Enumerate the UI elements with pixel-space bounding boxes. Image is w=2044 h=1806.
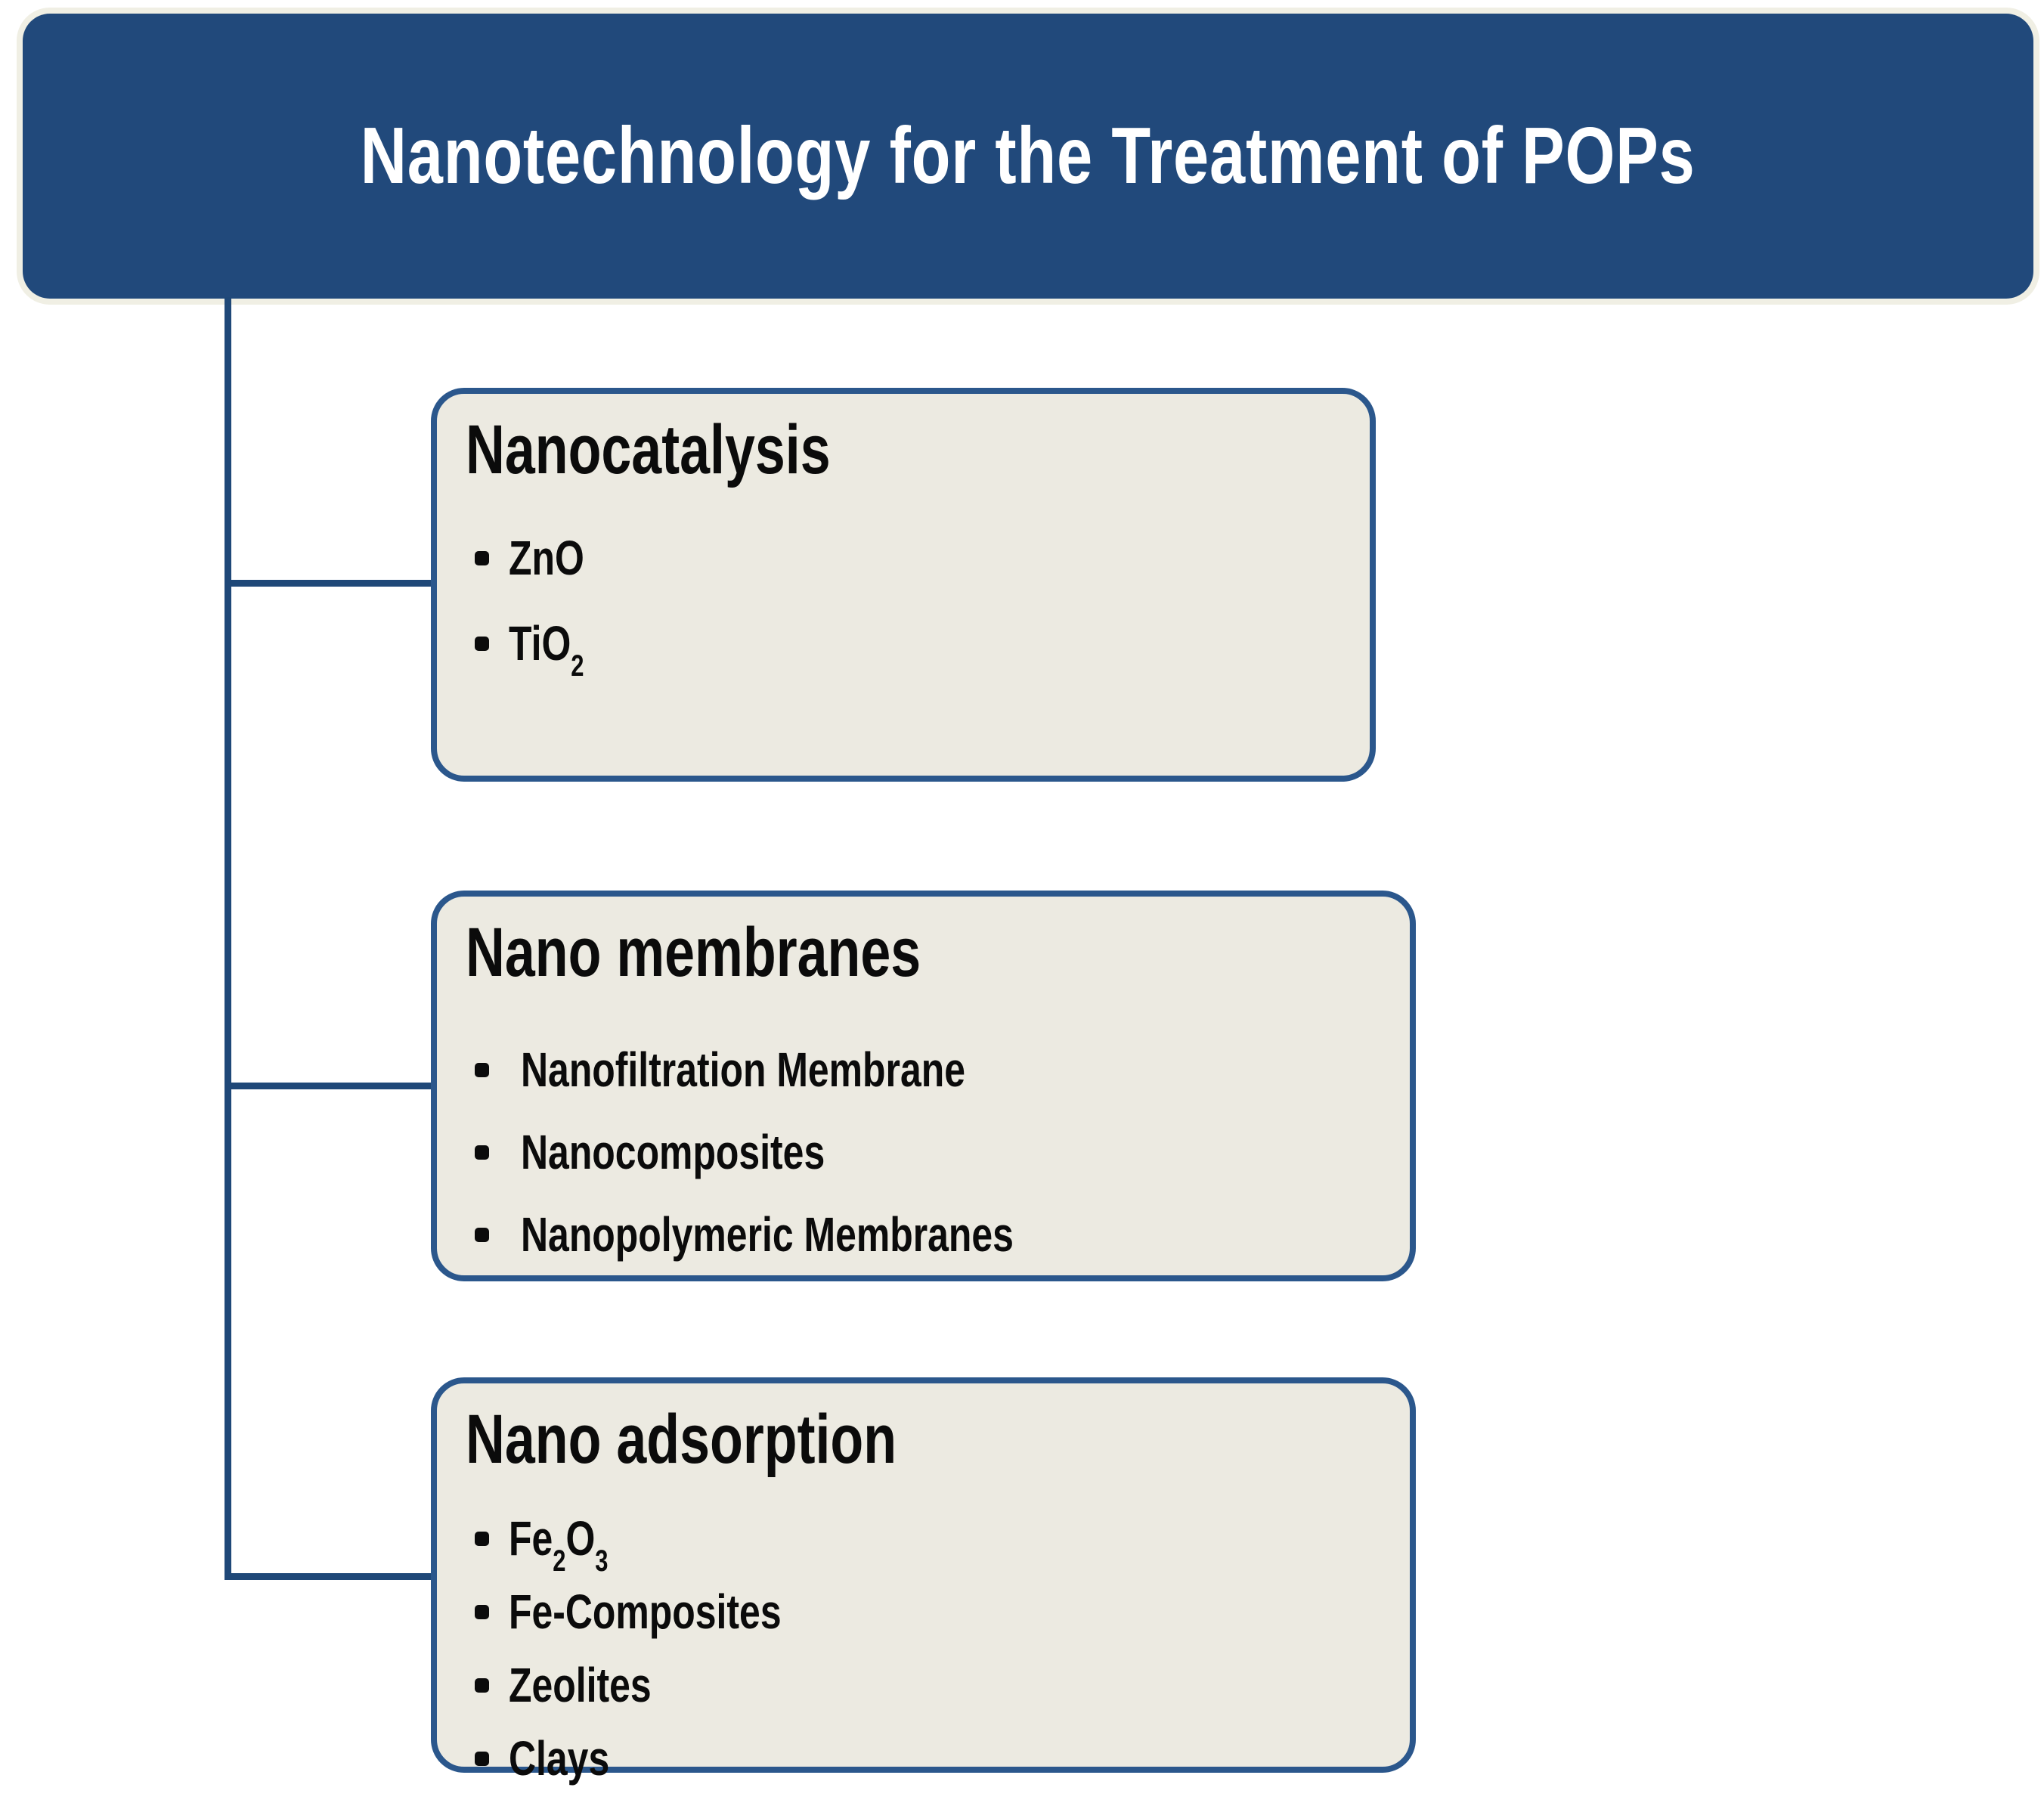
list-item: ZnO: [475, 530, 1339, 585]
bullet-marker-icon: [475, 1145, 489, 1160]
item-text: Nanopolymeric Membranes: [521, 1207, 1014, 1262]
node-content: Nanocatalysis ZnO TiO2: [437, 394, 1370, 683]
connector-branch-nanocatalysis: [225, 580, 437, 587]
node-title: Nanocatalysis: [466, 411, 831, 488]
item-text: TiO2: [509, 615, 584, 683]
item-text: Nanocomposites: [521, 1124, 825, 1179]
bullet-marker-icon: [475, 1531, 489, 1546]
list-item: Nanocomposites: [475, 1126, 1380, 1179]
item-text: Fe-Composites: [509, 1584, 782, 1639]
list-item: Fe2O3: [475, 1510, 1380, 1578]
node-title: Nano membranes: [466, 914, 921, 991]
list-item: Nanopolymeric Membranes: [475, 1207, 1380, 1262]
connector-branch-nano-adsorption: [225, 1573, 437, 1580]
list-item: Clays: [475, 1730, 1380, 1786]
connector-branch-nano-membranes: [225, 1083, 437, 1089]
item-text: Fe2O3: [509, 1510, 609, 1578]
item-text: Nanofiltration Membrane: [521, 1042, 965, 1097]
header-banner: Nanotechnology for the Treatment of POPs: [23, 14, 2033, 299]
item-text: ZnO: [509, 530, 584, 585]
diagram-title: Nanotechnology for the Treatment of POPs: [361, 111, 1696, 200]
list-item: Nanofiltration Membrane: [475, 1042, 1380, 1097]
list-item: Zeolites: [475, 1659, 1380, 1712]
bullet-marker-icon: [475, 1227, 489, 1242]
bullet-marker-icon: [475, 636, 489, 651]
bullet-marker-icon: [475, 1062, 489, 1077]
bullet-marker-icon: [475, 550, 489, 565]
list-item: TiO2: [475, 615, 1339, 683]
node-title: Nano adsorption: [466, 1401, 897, 1478]
node-nanocatalysis: Nanocatalysis ZnO TiO2: [431, 388, 1376, 782]
item-text: Zeolites: [509, 1657, 652, 1712]
item-text: Clays: [509, 1730, 610, 1786]
list-item: Fe-Composites: [475, 1584, 1380, 1639]
bullet-marker-icon: [475, 1751, 489, 1766]
bullet-list: ZnO TiO2: [466, 530, 1339, 683]
bullet-marker-icon: [475, 1677, 489, 1693]
bullet-marker-icon: [475, 1604, 489, 1619]
connector-vertical-line: [225, 297, 231, 1580]
